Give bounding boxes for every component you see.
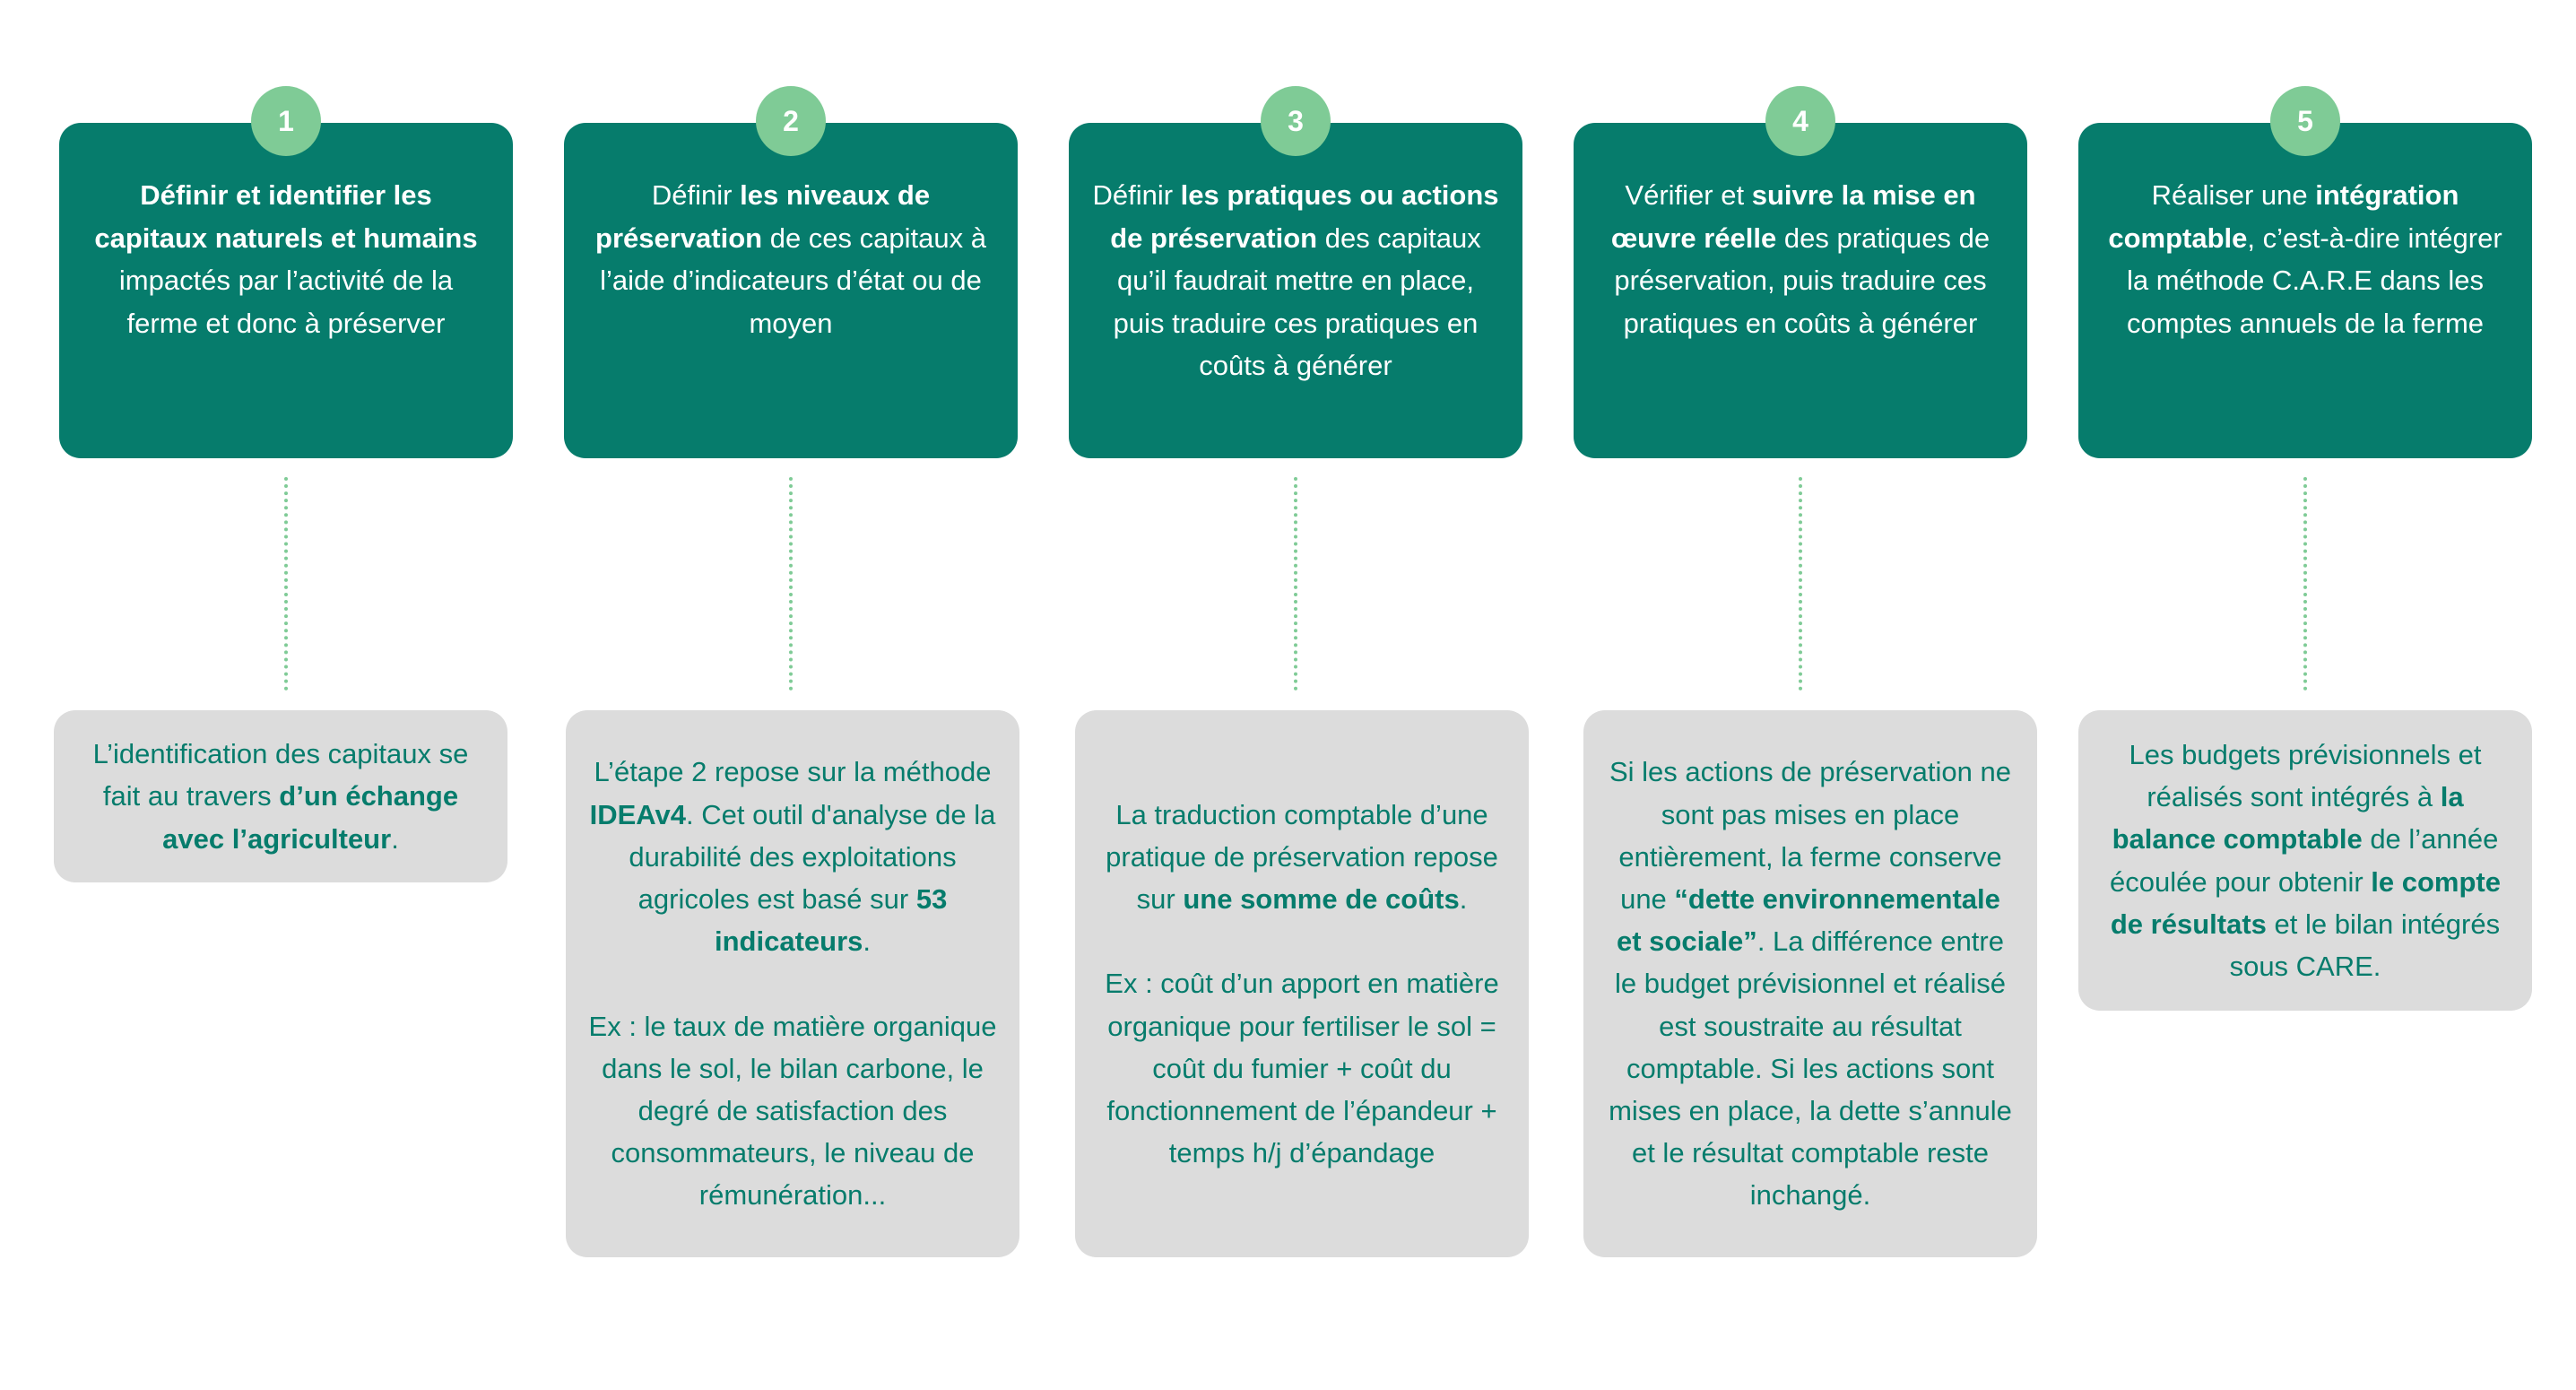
step-detail-card: Si les actions de préservation ne sont p…	[1583, 710, 2037, 1257]
connector-line	[789, 477, 793, 691]
body-text: . Cet outil d'analyse de la durabilité d…	[629, 798, 996, 916]
emphasis-text: Définir et identifier les capitaux natur…	[94, 179, 478, 254]
body-text: Ex : coût d’un apport en matière organiq…	[1105, 968, 1499, 1169]
body-text: Les budgets prévisionnels et réalisés so…	[2129, 738, 2482, 813]
step-detail-card: Les budgets prévisionnels et réalisés so…	[2078, 710, 2532, 1011]
connector-line	[1799, 477, 1802, 691]
detail-paragraph: L’identification des capitaux se fait au…	[75, 733, 486, 860]
body-text: Ex : le taux de matière organique dans l…	[588, 1010, 997, 1212]
emphasis-text: les pratiques ou actions de préservation	[1110, 179, 1499, 254]
detail-paragraph: Ex : coût d’un apport en matière organiq…	[1097, 962, 1507, 1174]
emphasis-text: le compte de résultats	[2110, 865, 2501, 940]
body-text: . La différence entre le budget prévisio…	[1609, 925, 2012, 1212]
step-detail-card: La traduction comptable d’une pratique d…	[1075, 710, 1529, 1257]
body-text: .	[391, 822, 399, 855]
body-text: de ces capitaux à l’aide d’indicateurs d…	[600, 222, 986, 339]
emphasis-text: suivre la mise en œuvre réelle	[1610, 179, 1976, 254]
body-text: Réaliser une	[2151, 179, 2316, 211]
step-number-badge: 3	[1261, 86, 1331, 156]
detail-paragraph: Si les actions de préservation ne sont p…	[1605, 751, 2016, 1216]
step-1: 1 Définir et identifier les capitaux nat…	[54, 0, 513, 1390]
emphasis-text: “dette environnementale et sociale”	[1617, 882, 2000, 958]
step-title-card: Définir les niveaux de préservation de c…	[564, 123, 1018, 458]
body-text: Si les actions de préservation ne sont p…	[1609, 756, 2012, 915]
step-5: 5 Réaliser une intégration comptable, c’…	[2078, 0, 2532, 1390]
step-detail-card: L’étape 2 repose sur la méthode IDEAv4. …	[566, 710, 1019, 1257]
detail-paragraph: Les budgets prévisionnels et réalisés so…	[2100, 734, 2511, 987]
detail-paragraph: L’étape 2 repose sur la méthode IDEAv4. …	[587, 751, 998, 962]
step-title-card: Définir et identifier les capitaux natur…	[59, 123, 513, 458]
step-2: 2 Définir les niveaux de préservation de…	[564, 0, 1019, 1390]
body-text: La traduction comptable d’une pratique d…	[1106, 798, 1498, 916]
connector-line	[2303, 477, 2307, 691]
body-text: des capitaux qu’il faudrait mettre en pl…	[1113, 222, 1481, 382]
detail-paragraph: Ex : le taux de matière organique dans l…	[587, 1005, 998, 1217]
body-text: L’identification des capitaux se fait au…	[92, 738, 469, 812]
step-4: 4 Vérifier et suivre la mise en œuvre ré…	[1574, 0, 2037, 1390]
body-text: .	[863, 925, 871, 958]
emphasis-text: la balance comptable	[2112, 781, 2464, 856]
step-number-badge: 5	[2270, 86, 2340, 156]
emphasis-text: les niveaux de préservation	[595, 179, 931, 254]
step-title-card: Définir les pratiques ou actions de prés…	[1069, 123, 1522, 458]
step-number-badge: 2	[756, 86, 826, 156]
body-text: impactés par l’activité de la ferme et d…	[118, 265, 454, 339]
body-text: des pratiques de préservation, puis trad…	[1614, 222, 1991, 339]
paragraph-spacer	[587, 963, 998, 1005]
body-text: et le bilan intégrés sous CARE.	[2229, 908, 2501, 982]
body-text: Vérifier et	[1625, 179, 1752, 211]
emphasis-text: 53 indicateurs	[714, 883, 948, 958]
step-detail-card: L’identification des capitaux se fait au…	[54, 710, 507, 882]
body-text: Définir	[651, 179, 741, 211]
emphasis-text: intégration comptable	[2108, 179, 2459, 254]
emphasis-text: IDEAv4	[589, 798, 686, 830]
body-text: L’étape 2 repose sur la méthode	[594, 756, 992, 788]
body-text: .	[1459, 883, 1468, 916]
emphasis-text: d’un échange avec l’agriculteur	[162, 780, 459, 855]
body-text: , c’est-à-dire intégrer la méthode C.A.R…	[2126, 222, 2502, 339]
connector-line	[284, 477, 288, 691]
step-number-badge: 4	[1765, 86, 1835, 156]
detail-paragraph: La traduction comptable d’une pratique d…	[1097, 794, 1507, 921]
body-text: de l’année écoulée pour obtenir	[2110, 823, 2499, 898]
step-title-card: Vérifier et suivre la mise en œuvre réel…	[1574, 123, 2027, 458]
paragraph-spacer	[1097, 920, 1507, 962]
step-number-badge: 1	[251, 86, 321, 156]
step-title-card: Réaliser une intégration comptable, c’es…	[2078, 123, 2532, 458]
step-3: 3 Définir les pratiques ou actions de pr…	[1069, 0, 1529, 1390]
body-text: Définir	[1092, 179, 1181, 211]
emphasis-text: une somme de coûts	[1183, 883, 1460, 916]
connector-line	[1294, 477, 1297, 691]
